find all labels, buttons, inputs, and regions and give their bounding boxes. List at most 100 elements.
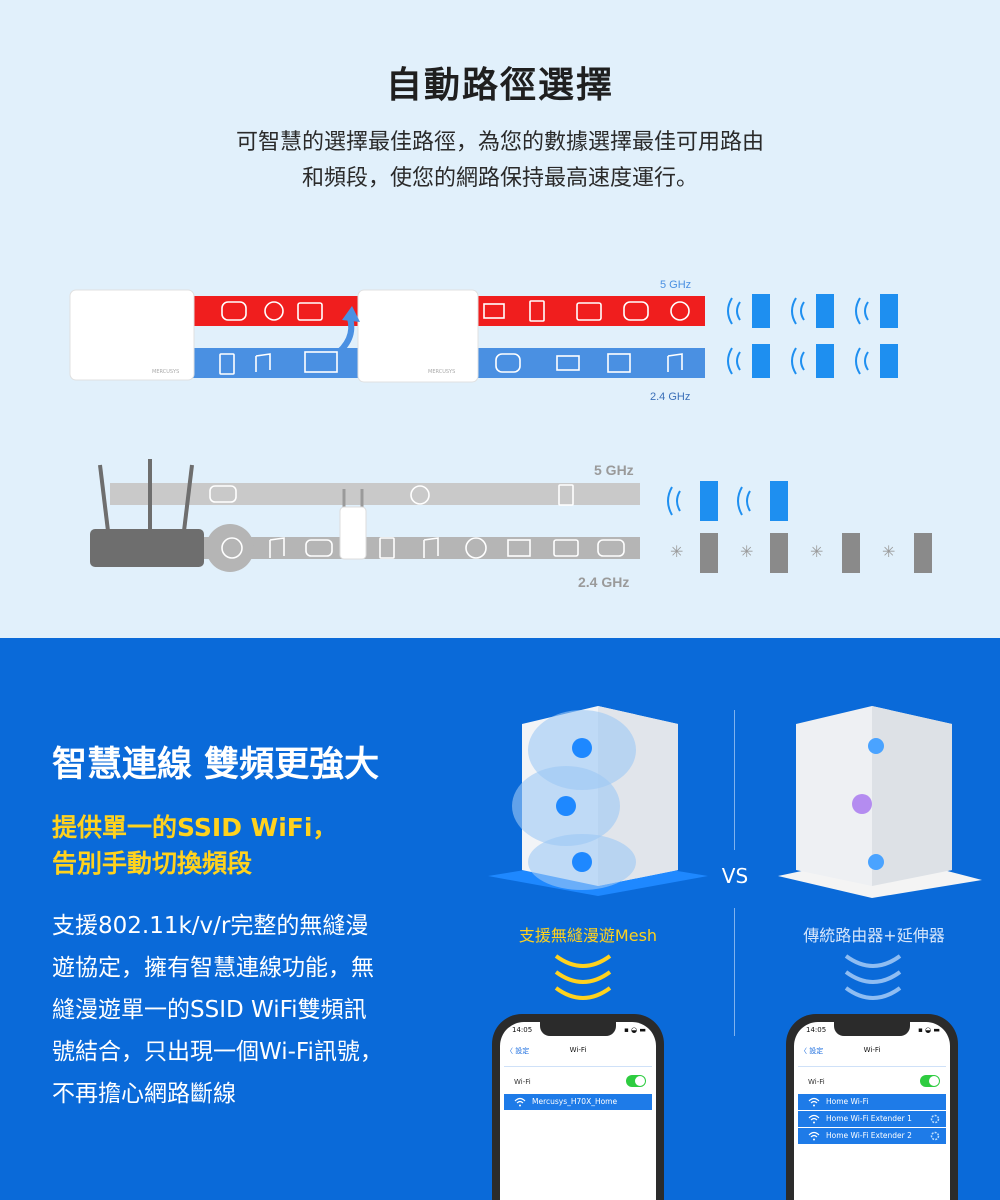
mesh-node-1: MERCUSYS [69,289,195,381]
phone-screen: 14:05 ▪ ◒ ▬ 〈 設定 Wi-Fi Wi-Fi Home Wi-Fi … [794,1022,950,1200]
wifi-signal-icon [727,297,741,325]
gamepad-icon [305,539,333,557]
top-section: 自動路徑選擇 可智慧的選擇最佳路徑，為您的數據選擇最佳可用路由 和頻段，使您的網… [0,0,1000,638]
back-button[interactable]: 〈 設定 [800,1047,824,1055]
vs-divider [734,710,735,850]
signal-waves-icon [844,954,902,1000]
client-device [880,294,898,328]
client-device [816,294,834,328]
client-device [914,533,932,573]
phone-notch [540,1022,616,1036]
client-device [700,481,718,521]
legacy-router [90,459,204,567]
client-device [816,344,834,378]
gamepad-icon [597,539,625,557]
feature-body-line-2: 遊協定，擁有智慧連線功能，無 [52,955,374,981]
network-row[interactable]: Home Wi-Fi Extender 2 [798,1128,946,1144]
wifi-toggle-label: Wi-Fi [514,1078,531,1086]
status-time: 14:05 [512,1026,533,1034]
wifi-signal-icon [727,347,741,375]
wifi-toggle[interactable] [920,1075,940,1087]
client-device [770,481,788,521]
status-icons: ▪ ◒ ▬ [918,1026,940,1034]
vs-divider [734,908,735,1036]
router-unit-icon [852,794,872,814]
wifi-signal-icon [737,486,751,516]
loading-spinner-icon [930,1131,940,1141]
loading-spinner-icon: ✳ [740,542,753,561]
client-device [700,533,718,573]
loading-spinner-icon [930,1114,940,1124]
handoff-arrowhead-icon [342,306,360,322]
network-name: Mercusys_H70X_Home [532,1097,618,1106]
network-row[interactable]: Home Wi-Fi Extender 1 [798,1111,946,1127]
play-icon [221,537,243,559]
back-button[interactable]: 〈 設定 [506,1047,530,1055]
phone-legacy: 14:05 ▪ ◒ ▬ 〈 設定 Wi-Fi Wi-Fi Home Wi-Fi … [786,1014,958,1200]
gamepad-icon [221,301,247,321]
wifi-toggle-label: Wi-Fi [808,1078,825,1086]
loading-spinner-icon: ✳ [882,542,895,561]
network-row[interactable]: Home Wi-Fi [798,1094,946,1110]
client-device [752,294,770,328]
mesh-node-2-brand: MERCUSYS [428,369,455,375]
mesh-unit-icon [556,796,576,816]
extender-unit-icon [868,738,884,754]
mesh-node-1-brand: MERCUSYS [152,369,179,375]
status-time: 14:05 [806,1026,827,1034]
wifi-signal-icon [855,297,869,325]
legacy-band-5ghz-label: 5 GHz [594,462,634,478]
mesh-unit-icon [572,852,592,872]
camera-icon [553,539,579,557]
network-name: Home Wi-Fi Extender 2 [826,1131,912,1140]
play-icon [410,485,430,505]
mesh-unit-icon [572,738,592,758]
legacy-extender [339,489,367,560]
network-name: Home Wi-Fi [826,1097,869,1106]
band-connector [206,524,254,572]
mail-icon [556,355,580,371]
legacy-caption: 傳統路由器+延伸器 [803,926,945,945]
legacy-routing-diagram: 5 GHz 2.4 GHz [90,459,932,590]
wifi-toggle[interactable] [626,1075,646,1087]
feature-subtitle-line-2: 告別手動切換頻段 [52,849,253,878]
status-icons: ▪ ◒ ▬ [624,1026,646,1034]
extender-unit-icon [868,854,884,870]
wifi-icon [808,1114,820,1124]
play-icon [465,537,487,559]
gamepad-icon [495,353,521,373]
client-device [842,533,860,573]
document-icon [558,484,574,506]
legacy-band-24ghz-label: 2.4 GHz [578,574,629,590]
wifi-icon [514,1097,526,1107]
phone-notch [834,1022,910,1036]
signal-waves-icon [554,954,612,1000]
legacy-band-5ghz-bar [110,483,640,505]
legacy-house-illustration [778,706,982,898]
image-icon [607,353,631,373]
mesh-house-illustration [488,706,708,896]
wifi-signal-icon [791,297,805,325]
phone-mesh: 14:05 ▪ ◒ ▬ 〈 設定 Wi-Fi Wi-Fi Mercusys_H7… [492,1014,664,1200]
network-name: Home Wi-Fi Extender 1 [826,1114,912,1123]
feature-body-line-3: 縫漫遊單一的SSID WiFi雙頻訊 [52,997,367,1023]
music-note-icon [667,353,683,372]
music-note-icon [255,353,271,372]
feature-title: 智慧連線 雙頻更強大 [52,745,380,785]
bottom-section: 智慧連線 雙頻更強大 提供單一的SSID WiFi， 告別手動切換頻段 支援80… [0,638,1000,1200]
wifi-signal-icon [667,486,681,516]
nav-title: Wi-Fi [863,1046,881,1054]
camera-icon [297,302,323,321]
music-note-icon [423,537,439,558]
phone-screen: 14:05 ▪ ◒ ▬ 〈 設定 Wi-Fi Wi-Fi Mercusys_H7… [500,1022,656,1200]
mesh-band-24ghz-label: 2.4 GHz [650,391,690,400]
wifi-signal-icon [791,347,805,375]
divider [798,1066,946,1067]
document-icon [379,537,395,559]
description-line-2: 和頻段，使您的網路保持最高速度運行。 [301,166,698,191]
vs-label: VS [721,864,749,888]
network-row[interactable]: Mercusys_H70X_Home [504,1094,652,1110]
description-line-1: 可智慧的選擇最佳路徑，為您的數據選擇最佳可用路由 [235,130,764,155]
camera-icon [576,302,602,321]
mesh-node-2: MERCUSYS [357,289,479,383]
